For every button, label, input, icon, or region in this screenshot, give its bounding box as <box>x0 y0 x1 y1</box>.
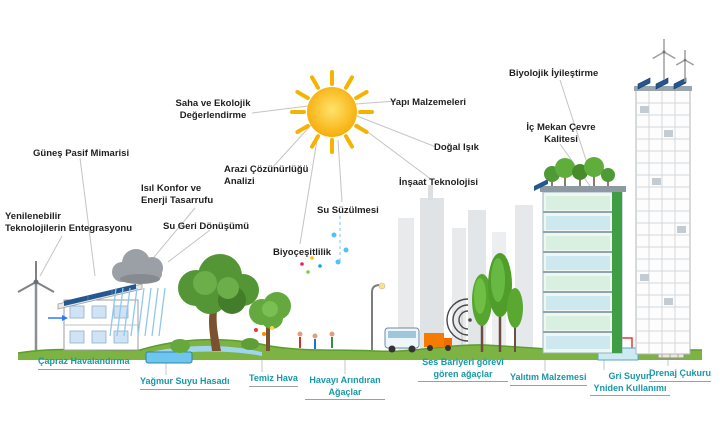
label-yapi-malzemeleri: Yapı Malzemeleri <box>390 97 467 108</box>
rooftop-wind-turbines-icon <box>652 39 695 82</box>
label-capraz-havalandirma: Çapraz Havalandırma <box>38 356 130 370</box>
label-yagmur-suyu-hasadi: Yağmur Suyu Hasadı <box>140 376 230 390</box>
tower-building-icon <box>634 39 695 355</box>
trees-icon <box>170 254 291 353</box>
label-insaat-teknolojisi: İnşaat Teknolojisi <box>399 177 479 188</box>
truck-icon <box>424 333 452 351</box>
sound-barrier-arcs-icon <box>446 298 472 342</box>
label-saha-ve-ekolojik-degerlendirme: Saha ve Ekolojik Değerlendirme <box>175 98 251 122</box>
label-arazi-cozunurlugu-analizi: Arazi Çözünürlüğü Analizi <box>224 164 309 188</box>
label-isil-konfor-enerji-tasarrufu: Isıl Konfor ve Enerji Tasarrufu <box>141 183 214 207</box>
water-droplets-icon <box>331 216 349 265</box>
street-lamp-icon <box>371 282 386 350</box>
rooftop-solar-icon <box>637 77 687 90</box>
label-biyocesitlilik: Biyoçeşitlilik <box>273 247 332 258</box>
biodiversity-dots-icon <box>254 256 322 336</box>
cloud-rain-icon <box>109 249 166 337</box>
label-yenilenebilir-teknolojiler: Yenilenebilir Teknolojilerin Entegrasyon… <box>5 211 133 235</box>
label-su-geri-donusumu: Su Geri Dönüşümü <box>163 221 250 232</box>
green-building-icon <box>534 157 626 354</box>
label-yalitim-malzemesi: Yalıtım Malzemesi <box>510 372 587 386</box>
label-dogal-isik: Doğal Işık <box>434 142 479 153</box>
bus-icon <box>384 327 420 353</box>
label-drenaj-cukuru: Drenaj Çukuru <box>649 368 712 382</box>
label-havayi-arindiran-agaclar: Havayı Arındıran Ağaçlar <box>305 375 385 401</box>
wind-turbine-icon <box>17 261 55 350</box>
label-gunes-pasif-mimarisi: Güneş Pasif Mimarisi <box>33 148 130 159</box>
people-icon <box>297 331 335 349</box>
label-gri-suyun-yeniden-kullanimi: Gri Suyun Yniden Kullanımı <box>590 371 670 397</box>
label-biyolojik-iyilestirme: Biyolojik İyileştirme <box>509 68 599 79</box>
label-temiz-hava: Temiz Hava <box>249 373 298 387</box>
sun-icon <box>290 70 374 154</box>
roof-garden-icon <box>544 157 615 186</box>
label-ses-bariyeri-agaclar: Ses Bariyeri görevi gören ağaçlar <box>418 357 508 383</box>
poplar-trees-icon <box>472 253 523 352</box>
label-ic-mekan-cevre-kalitesi: İç Mekan Çevre Kalitesi <box>526 122 596 146</box>
label-su-suzulmesi: Su Süzülmesi <box>317 205 379 216</box>
